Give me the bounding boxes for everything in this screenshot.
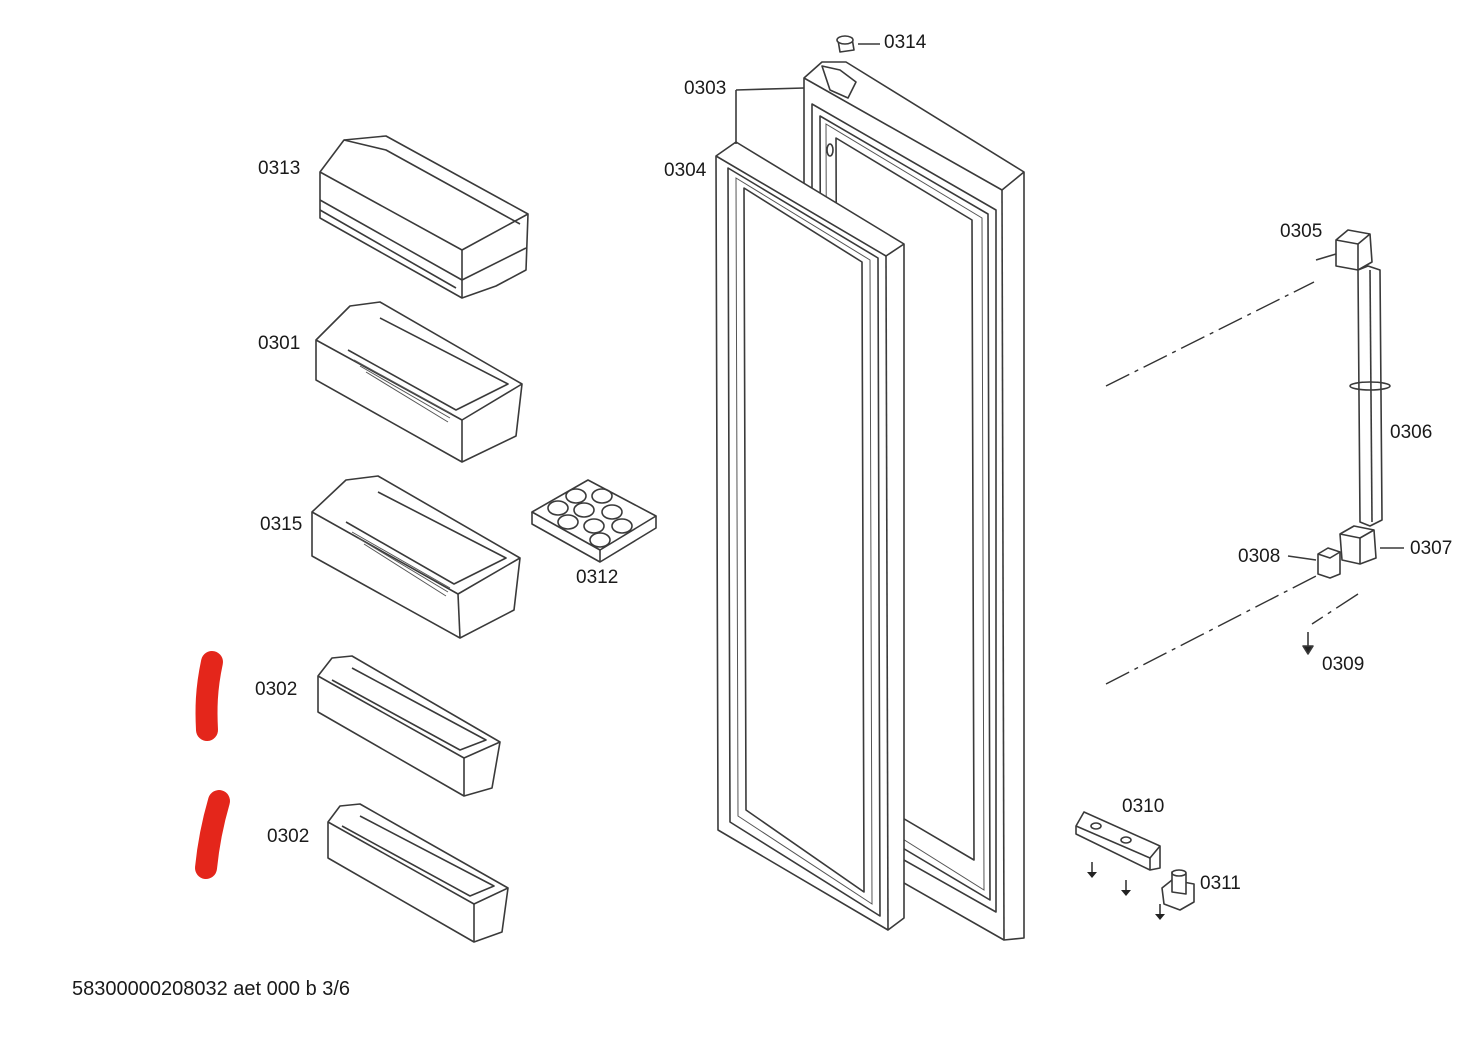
label-0312: 0312	[576, 567, 619, 588]
label-0308: 0308	[1238, 546, 1281, 567]
part-0308-clip	[1317, 547, 1341, 579]
leader-0308	[1287, 555, 1317, 561]
part-0312-egg-tray	[531, 479, 657, 563]
label-0305: 0305	[1280, 221, 1323, 242]
label-0307: 0307	[1410, 538, 1453, 559]
label-0306: 0306	[1390, 422, 1433, 443]
document-reference: 58300000208032 aet 000 b 3/6	[72, 978, 351, 1000]
part-0314-cap	[836, 35, 855, 53]
part-0305-handle-cap-top	[1335, 229, 1373, 271]
leader-0303	[735, 87, 805, 91]
alignment-line-screw	[1311, 593, 1359, 625]
label-0311: 0311	[1200, 873, 1241, 894]
label-0301: 0301	[258, 333, 301, 354]
highlight-mark-upper	[195, 651, 223, 741]
part-0310-hinge-bracket	[1075, 811, 1161, 871]
label-0315: 0315	[260, 514, 303, 535]
part-0306-handle-bar	[1349, 265, 1391, 527]
label-0302-lower: 0302	[267, 826, 310, 847]
label-0310: 0310	[1122, 796, 1165, 817]
label-0309: 0309	[1322, 654, 1365, 675]
part-0302-bin-upper	[317, 655, 501, 797]
label-0314: 0314	[884, 32, 927, 53]
part-0313-covered-bin	[319, 135, 529, 299]
part-0315-bin	[311, 475, 521, 639]
alignment-line-upper	[1105, 281, 1315, 387]
part-0304-door-gasket	[715, 141, 905, 931]
part-0302-bin-lower	[327, 803, 509, 943]
label-0313: 0313	[258, 158, 301, 179]
part-0309-screw	[1302, 632, 1314, 655]
leader-0305	[1315, 253, 1337, 261]
highlight-mark-lower	[195, 790, 230, 879]
part-0307-handle-cap-bottom	[1339, 525, 1377, 565]
label-0303: 0303	[684, 78, 727, 99]
hinge-screws	[1087, 862, 1165, 920]
part-0311-hinge-pin	[1161, 869, 1195, 911]
alignment-line-lower	[1105, 575, 1317, 685]
label-0302-upper: 0302	[255, 679, 298, 700]
label-0304: 0304	[664, 160, 707, 181]
part-0301-bin	[315, 301, 523, 463]
